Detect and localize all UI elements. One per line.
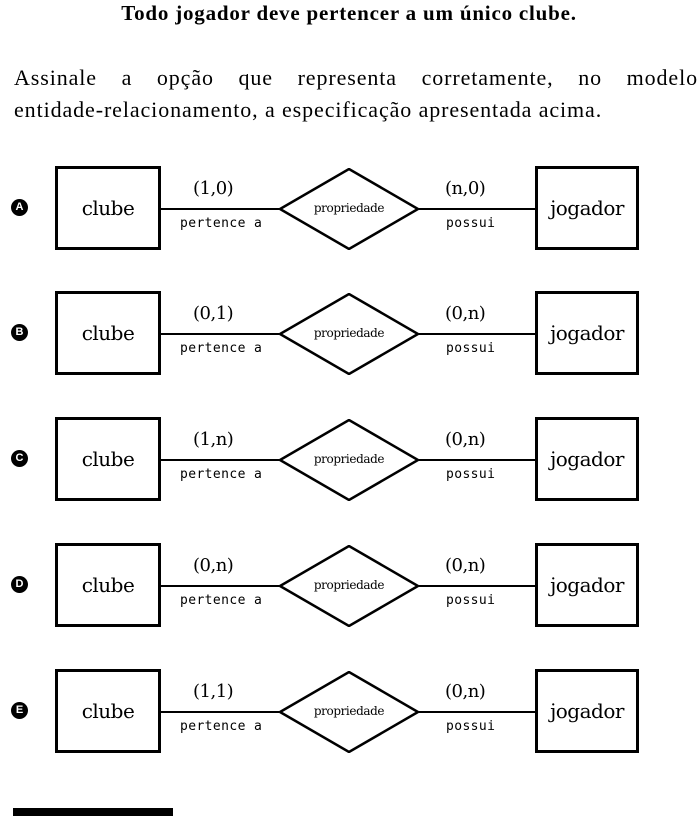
option-d[interactable]: D clube propriedade jogador (0,n) (0,n) … [0, 541, 698, 631]
entity-box-clube: clube [55, 543, 161, 627]
entity-label: jogador [550, 447, 624, 471]
relationship-diamond [279, 419, 419, 501]
entity-label: clube [81, 573, 135, 597]
cardinality-left: (1,1) [193, 681, 234, 702]
option-letter-badge: D [11, 576, 28, 593]
option-b[interactable]: B clube propriedade jogador (0,1) (0,n) … [0, 289, 698, 379]
entity-box-jogador: jogador [535, 669, 639, 753]
connector-line-right [419, 585, 535, 587]
entity-label: jogador [550, 699, 624, 723]
connector-line-left [161, 208, 279, 210]
relationship-label: propriedade [313, 201, 385, 215]
entity-box-jogador: jogador [535, 417, 639, 501]
relationship-label: propriedade [313, 452, 385, 466]
relationship-label: propriedade [313, 326, 385, 340]
entity-label: jogador [550, 573, 624, 597]
entity-box-clube: clube [55, 669, 161, 753]
role-label-left: pertence a [180, 719, 263, 734]
relationship-label: propriedade [313, 578, 385, 592]
cardinality-left: (0,1) [193, 303, 234, 324]
role-label-right: possui [446, 719, 496, 734]
cardinality-left: (0,n) [193, 555, 234, 576]
relationship-label: propriedade [313, 704, 385, 718]
entity-box-jogador: jogador [535, 166, 639, 250]
connector-line-right [419, 208, 535, 210]
entity-box-jogador: jogador [535, 291, 639, 375]
cardinality-right: (0,n) [445, 429, 486, 450]
option-letter-badge: B [11, 324, 28, 341]
entity-box-clube: clube [55, 166, 161, 250]
relationship-diamond [279, 168, 419, 250]
connector-line-left [161, 333, 279, 335]
option-c[interactable]: C clube propriedade jogador (1,n) (0,n) … [0, 415, 698, 505]
role-label-right: possui [446, 467, 496, 482]
cardinality-left: (1,0) [193, 178, 234, 199]
cardinality-right: (0,n) [445, 555, 486, 576]
role-label-left: pertence a [180, 593, 263, 608]
entity-label: clube [81, 699, 135, 723]
role-label-left: pertence a [180, 341, 263, 356]
role-label-left: pertence a [180, 216, 263, 231]
role-label-right: possui [446, 341, 496, 356]
question-line-1: Assinale a opção que representa corretam… [14, 65, 698, 90]
cardinality-right: (0,n) [445, 681, 486, 702]
relationship-diamond [279, 545, 419, 627]
entity-label: clube [81, 196, 135, 220]
relationship-diamond [279, 671, 419, 753]
entity-label: jogador [550, 321, 624, 345]
role-label-right: possui [446, 593, 496, 608]
option-letter-badge: A [11, 199, 28, 216]
connector-line-left [161, 585, 279, 587]
entity-box-clube: clube [55, 291, 161, 375]
role-label-left: pertence a [180, 467, 263, 482]
role-label-right: possui [446, 216, 496, 231]
connector-line-left [161, 711, 279, 713]
entity-label: clube [81, 321, 135, 345]
question-line-2: entidade-relacionamento, a especificação… [14, 97, 603, 122]
statement-heading: Todo jogador deve pertencer a um único c… [121, 1, 577, 25]
connector-line-left [161, 459, 279, 461]
connector-line-right [419, 711, 535, 713]
option-letter-badge: C [11, 450, 28, 467]
entity-box-clube: clube [55, 417, 161, 501]
cardinality-right: (0,n) [445, 303, 486, 324]
cardinality-left: (1,n) [193, 429, 234, 450]
option-e[interactable]: E clube propriedade jogador (1,1) (0,n) … [0, 667, 698, 757]
option-a[interactable]: A clube propriedade jogador (1,0) (n,0) … [0, 164, 698, 254]
relationship-diamond [279, 293, 419, 375]
option-letter-badge: E [11, 702, 28, 719]
footnote-separator-bar [13, 808, 173, 816]
question-text: Assinale a opção que representa corretam… [14, 62, 698, 126]
entity-label: jogador [550, 196, 624, 220]
cardinality-right: (n,0) [445, 178, 486, 199]
connector-line-right [419, 333, 535, 335]
connector-line-right [419, 459, 535, 461]
entity-box-jogador: jogador [535, 543, 639, 627]
entity-label: clube [81, 447, 135, 471]
